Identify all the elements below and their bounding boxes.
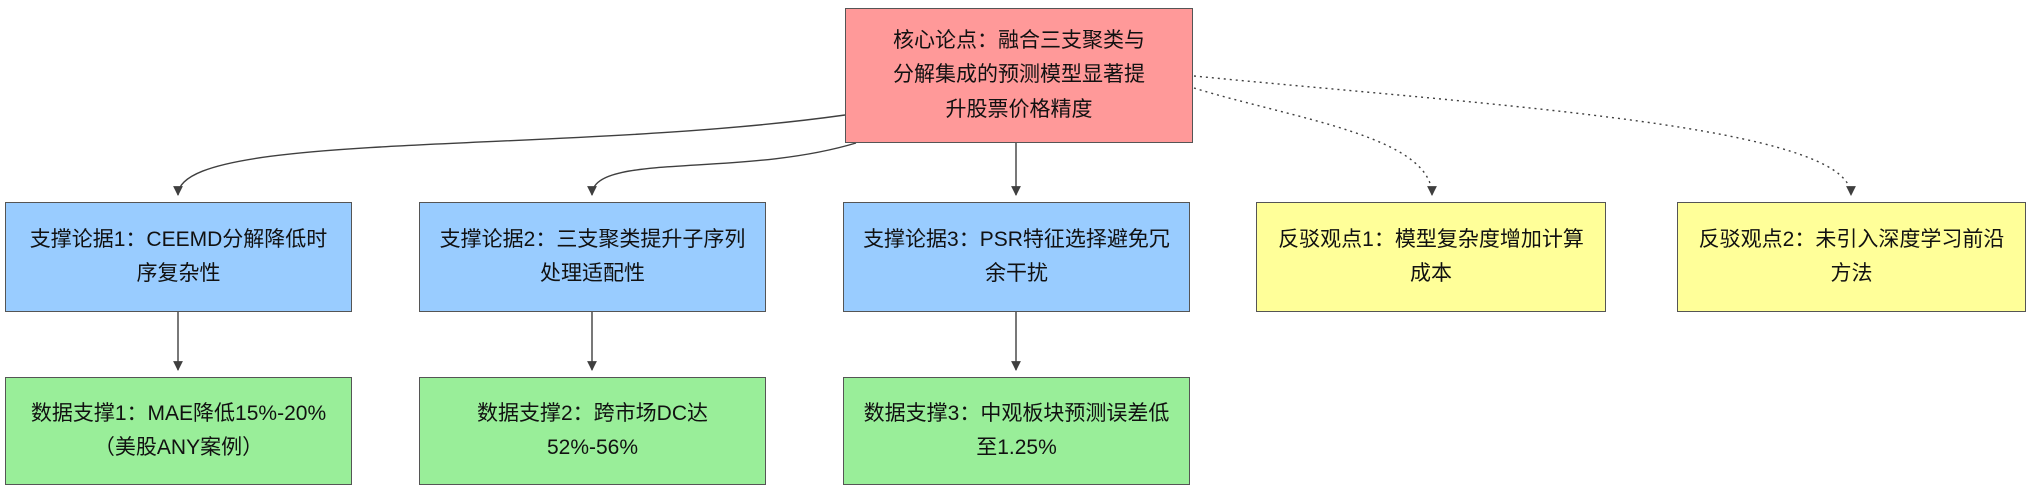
edge-root-to-counter2: [1193, 75, 1856, 196]
node-support-3: 支撑论据3：PSR特征选择避免冗余干扰: [843, 202, 1190, 312]
node-counter-1-label: 反驳观点1：模型复杂度增加计算成本: [1278, 227, 1584, 285]
node-support-1-label: 支撑论据1：CEEMD分解降低时序复杂性: [29, 227, 328, 285]
node-core-thesis-label: 核心论点：融合三支聚类与分解集成的预测模型显著提升股票价格精度: [893, 29, 1145, 121]
node-data-support-2-label: 数据支撑2：跨市场DC达52%-56%: [476, 401, 708, 459]
node-support-1: 支撑论据1：CEEMD分解降低时序复杂性: [5, 202, 352, 312]
node-data-support-1: 数据支撑1：MAE降低15%-20%（美股ANY案例）: [5, 377, 352, 485]
node-support-2: 支撑论据2：三支聚类提升子序列处理适配性: [419, 202, 766, 312]
node-support-2-label: 支撑论据2：三支聚类提升子序列处理适配性: [439, 227, 746, 285]
edge-root-to-support2: [587, 142, 857, 196]
node-data-support-3-label: 数据支撑3：中观板块预测误差低至1.25%: [863, 401, 1170, 459]
node-data-support-2: 数据支撑2：跨市场DC达52%-56%: [419, 377, 766, 485]
node-counter-2: 反驳观点2：未引入深度学习前沿方法: [1677, 202, 2026, 312]
edge-root-to-support1: [173, 114, 846, 196]
node-core-thesis: 核心论点：融合三支聚类与分解集成的预测模型显著提升股票价格精度: [845, 8, 1193, 143]
node-data-support-1-label: 数据支撑1：MAE降低15%-20%（美股ANY案例）: [30, 401, 327, 459]
node-support-3-label: 支撑论据3：PSR特征选择避免冗余干扰: [863, 227, 1170, 285]
node-counter-1: 反驳观点1：模型复杂度增加计算成本: [1256, 202, 1606, 312]
node-data-support-3: 数据支撑3：中观板块预测误差低至1.25%: [843, 377, 1190, 485]
node-counter-2-label: 反驳观点2：未引入深度学习前沿方法: [1698, 227, 2005, 285]
edge-root-to-counter1: [1193, 87, 1437, 196]
